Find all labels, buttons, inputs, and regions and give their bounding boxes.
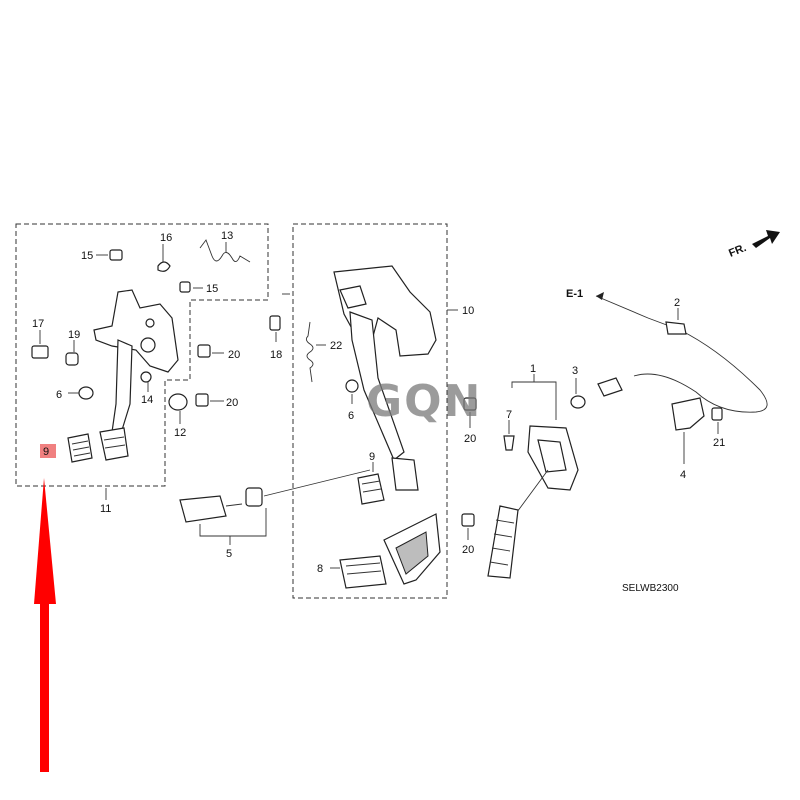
front-direction-label: FR. <box>727 242 748 260</box>
callout-4: 4 <box>680 469 686 481</box>
arrow-head <box>34 478 56 604</box>
callout-2: 2 <box>674 297 680 309</box>
washer <box>65 352 79 366</box>
reference-arrow-head <box>596 292 604 300</box>
clutch-pedal-pad <box>99 427 129 461</box>
red-pointer-arrow-icon <box>34 478 56 772</box>
bolt <box>31 345 49 359</box>
pad-texture <box>345 562 382 575</box>
callout-15: 15 <box>206 283 218 295</box>
pad-rib <box>103 436 125 441</box>
leader-line <box>263 469 371 497</box>
front-arrow-icon <box>752 230 780 248</box>
callout-1: 1 <box>530 363 536 375</box>
callout-14: 14 <box>141 394 153 406</box>
clutch-bracket-hole <box>145 318 155 328</box>
switch-grommet <box>245 487 263 507</box>
cable-grommet <box>570 395 586 409</box>
brake-group-boundary <box>292 223 448 599</box>
cable-end <box>665 321 687 335</box>
brake-pedal-arm <box>349 311 405 461</box>
clutch-group-boundary <box>15 223 269 487</box>
callout-20: 20 <box>228 349 240 361</box>
spring-clip <box>157 261 171 272</box>
diagram-code: SELWB2300 <box>622 583 679 594</box>
reference-arrow-line <box>595 295 649 319</box>
pad-ribs <box>489 519 515 566</box>
assist-spring <box>199 239 251 263</box>
clip <box>503 435 515 451</box>
clutch-pivot <box>140 337 156 353</box>
return-spring <box>305 321 314 383</box>
watermark: GQN <box>366 376 482 427</box>
brake-pedal-group: 10 22 18 6 20 9 8 <box>269 223 477 599</box>
nut <box>461 513 475 527</box>
pad-texture <box>361 480 382 493</box>
callout-21: 21 <box>713 437 725 449</box>
callout-20: 20 <box>226 397 238 409</box>
clip-nut <box>109 249 123 261</box>
accelerator-group: 1 3 7 20 20 2 4 21 E-1 <box>461 288 768 579</box>
clutch-pedal-group: 15 16 13 15 17 19 20 6 14 20 12 9 11 <box>15 223 269 515</box>
pedal-pad-part <box>67 433 93 463</box>
pad-texture <box>71 440 91 457</box>
callout-16: 16 <box>160 232 172 244</box>
leader-line <box>199 508 267 537</box>
nut <box>197 344 211 358</box>
callout-5: 5 <box>226 548 232 560</box>
accelerator-pad <box>487 505 519 579</box>
clip-nut <box>179 281 191 293</box>
callout-8: 8 <box>317 563 323 575</box>
front-direction-indicator: FR. <box>727 230 780 260</box>
switch-clip <box>269 315 281 331</box>
nut <box>463 397 477 411</box>
callout-highlight <box>40 444 56 458</box>
callout-9-highlighted[interactable]: 9 <box>43 446 49 458</box>
callout-11: 11 <box>100 503 111 515</box>
callout-18: 18 <box>270 349 282 361</box>
cable-bracket <box>671 397 705 431</box>
clutch-pedal-bracket <box>93 289 179 373</box>
bracket-plate <box>339 285 367 309</box>
brake-pedal-pad <box>391 457 419 491</box>
callout-9: 9 <box>369 451 375 463</box>
callout-20: 20 <box>462 544 474 556</box>
clutch-pedal-arm <box>111 339 133 433</box>
cover-inner <box>395 531 429 575</box>
accel-pad-wide <box>339 555 387 589</box>
reference-label: E-1 <box>566 288 583 300</box>
callout-19: 19 <box>68 329 80 341</box>
arrow-shaft <box>40 600 49 772</box>
callout-7: 7 <box>506 409 512 421</box>
callout-12: 12 <box>174 427 186 439</box>
throttle-cable <box>633 317 768 413</box>
switch-assembly: 5 <box>179 469 371 560</box>
pedal-stopper <box>168 393 188 411</box>
pedal-switch <box>179 495 227 523</box>
callout-20: 20 <box>464 433 476 445</box>
callout-6: 6 <box>348 410 354 422</box>
nut <box>195 393 209 407</box>
cable-fitting <box>597 377 623 397</box>
switch-plunger <box>225 503 243 507</box>
callout-3: 3 <box>572 365 578 377</box>
callout-15: 15 <box>81 250 93 262</box>
pin <box>140 371 152 383</box>
leader-line <box>511 381 557 392</box>
bolt <box>711 407 723 421</box>
callout-6: 6 <box>56 389 62 401</box>
bracket-inner <box>537 439 567 473</box>
stopper <box>78 386 94 400</box>
pad-rib <box>104 444 126 449</box>
callout-10: 10 <box>462 305 474 317</box>
brake-pedal-bracket <box>333 265 437 357</box>
callout-17: 17 <box>32 318 44 330</box>
callout-22: 22 <box>330 340 342 352</box>
callout-13: 13 <box>221 230 233 242</box>
stopper <box>345 379 359 393</box>
